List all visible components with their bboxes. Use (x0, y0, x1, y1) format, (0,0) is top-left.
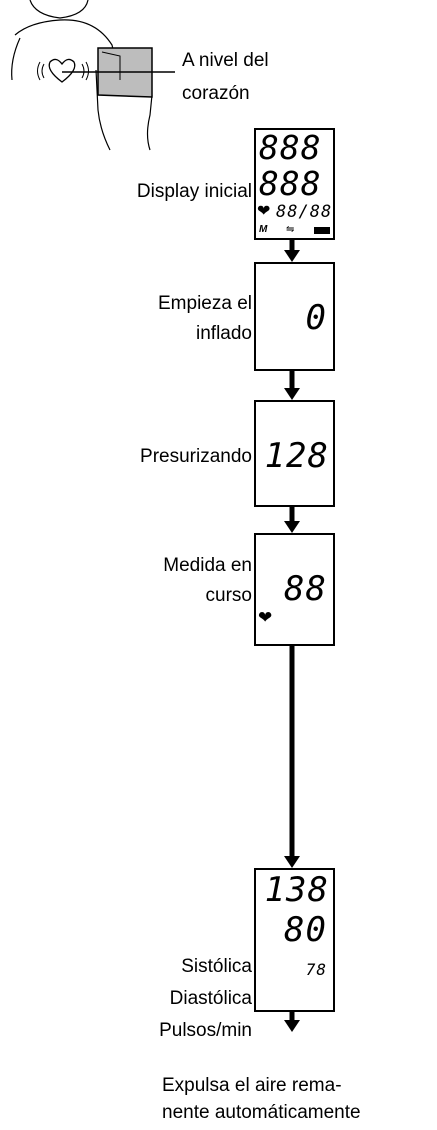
footer-line1: Expulsa el aire rema- (162, 1075, 342, 1096)
heart-icon: ❤ (258, 608, 273, 627)
systolic-value: 138 (264, 870, 329, 910)
memory-indicator: M (259, 224, 268, 235)
initial-display: 888 888 ❤ 88/88 M ⇋ (254, 128, 335, 240)
heart-level-label-line2: corazón (182, 83, 250, 104)
step-inflate-label-line1: Empieza el (158, 293, 252, 314)
systolic-label: Sistólica (181, 956, 252, 977)
inflate-display-value: 0 (305, 298, 327, 338)
result-display: 138 80 78 (254, 868, 335, 1012)
heart-level-label-line1: A nivel del (182, 50, 269, 71)
pulse-value: 78 (305, 960, 327, 979)
initial-display-small-digits: 88/88 (276, 202, 333, 222)
initial-display-top-digits: 888 (259, 128, 322, 167)
initial-display-mid-digits: 888 (259, 164, 322, 203)
diastolic-label: Diastólica (169, 988, 252, 1009)
heart-icon: ❤ (257, 203, 271, 220)
inflate-display: 0 (254, 262, 335, 371)
battery-icon (314, 227, 330, 234)
step-inflate-label-line2: inflado (196, 323, 252, 344)
step-pressurize-label: Presurizando (140, 446, 252, 467)
diastolic-value: 80 (284, 910, 327, 950)
pulse-wave-icon: ⇋ (286, 224, 295, 235)
pressurize-display-value: 128 (264, 436, 329, 476)
measure-display: 88 ❤ (254, 533, 335, 646)
pulse-label: Pulsos/min (159, 1020, 252, 1041)
measure-display-value: 88 (284, 569, 327, 609)
footer-line2: nente automáticamente (162, 1102, 361, 1123)
step-measure-label-line2: curso (205, 585, 252, 606)
step-measure-label-line1: Medida en (163, 555, 252, 576)
step-initial-label: Display inicial (136, 181, 252, 202)
pressurize-display: 128 (254, 400, 335, 507)
